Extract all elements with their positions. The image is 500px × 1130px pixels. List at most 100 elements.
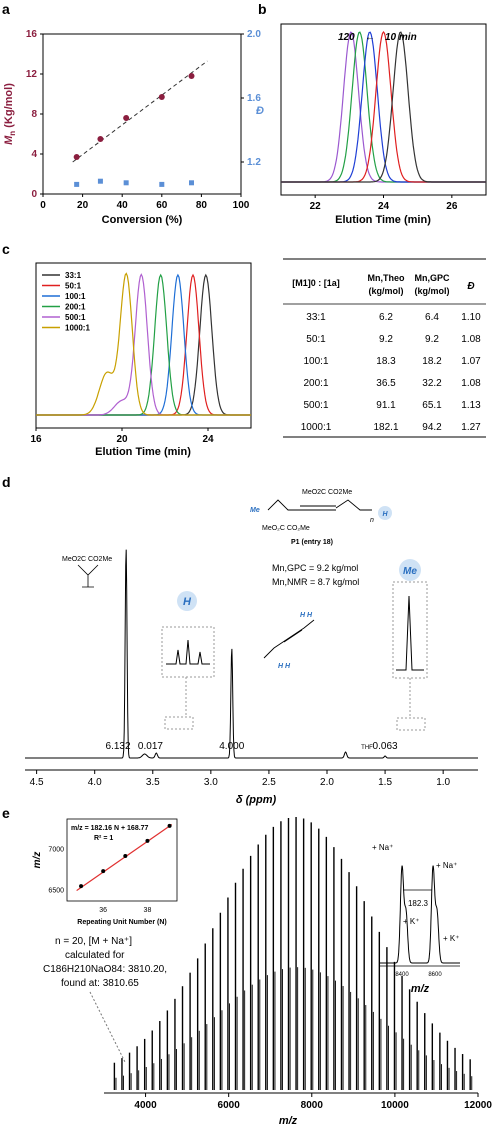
panel-d-alkyne-structure: H H H H: [263, 612, 315, 670]
panel-c-legend-label: 500:1: [65, 313, 86, 322]
panel-a-x-tick-label: 100: [233, 200, 250, 211]
table-cell: 200:1: [303, 378, 328, 389]
table-cell: 1.27: [461, 422, 481, 433]
panel-a-y-label-left: Mn (Kg/mol): [3, 83, 17, 145]
panel-d-x-label: δ (ppm): [236, 794, 277, 806]
table-cell: 1.13: [461, 400, 481, 411]
panel-e-fit-y-label: m/z: [32, 852, 43, 869]
panel-d-mn-gpc: Mn,GPC = 9.2 kg/mol: [272, 563, 358, 573]
panel-e-annotation-line2: calculated for: [65, 950, 125, 961]
table-header-mn-theo: Mn,Theo: [368, 273, 405, 283]
table-cell: 65.1: [422, 400, 442, 411]
panel-e-inset-fit-frame: [66, 818, 178, 902]
panel-c-table: [M1]0 : [1a]Mn,Theo(kg/mol)Mn,GPC(kg/mol…: [283, 258, 486, 438]
panel-e-zoom-label-na-left: + Na⁺: [372, 843, 393, 852]
panel-d-polymer-structure: MeO2C CO2Me Me MeO₂C CO₂Me n H P1 (entry…: [250, 489, 392, 546]
panel-e-fit-r2: R² = 1: [94, 835, 113, 842]
panel-e-fit-x-tick: 38: [144, 907, 152, 914]
panel-d-nmr-trace: [25, 549, 478, 759]
panel-b-x-label: Elution Time (min): [335, 214, 431, 226]
panel-e-zoom-tick-8600: 8600: [428, 972, 442, 978]
panel-a-dispersity-point: [189, 180, 194, 186]
panel-d-inset-h: [161, 626, 215, 678]
panel-e-zoom-tick-8400: 8400: [395, 972, 409, 978]
panel-letter-a: a: [2, 1, 10, 17]
panel-b-x-tick-label: 24: [378, 201, 390, 212]
panel-c-plot-frame: [35, 262, 252, 429]
panel-b-annotation-120: 120: [338, 32, 355, 43]
panel-a-x-label: Conversion (%): [102, 214, 183, 226]
panel-d-badge-h-text: H: [183, 596, 192, 608]
panel-d-integral-value: 6.132: [106, 741, 131, 752]
panel-a-y2-tick-label: 2.0: [247, 29, 261, 40]
table-cell: 500:1: [303, 400, 328, 411]
panel-c-x-tick-label: 16: [30, 434, 42, 445]
panel-d-mn-nmr: Mn,NMR = 8.7 kg/mol: [272, 577, 359, 587]
panel-e-fit-point: [145, 838, 150, 843]
panel-d-thf-label: THF: [361, 745, 373, 751]
panel-d-x-tick-label: 1.0: [436, 777, 450, 788]
table-cell: 32.2: [422, 378, 442, 389]
panel-letter-b: b: [258, 1, 267, 17]
panel-d-x-tick-label: 4.5: [30, 777, 44, 788]
panel-b-annotation-10min: 10 min: [385, 32, 417, 43]
panel-c-x-tick-label: 24: [202, 434, 214, 445]
table-cell: 100:1: [303, 356, 328, 367]
panel-c-trace: [36, 272, 251, 416]
panel-e-fit-point: [167, 823, 172, 828]
panel-d-left-ester-label: MeO2C CO2Me: [62, 556, 112, 563]
table-header-ratio: [M1]0 : [1a]: [292, 278, 340, 288]
panel-d-x-tick-label: 3.5: [146, 777, 160, 788]
panel-c-x-label: Elution Time (min): [95, 446, 191, 458]
panel-d-inset-me-trace: [396, 595, 424, 671]
panel-c-legend-label: 100:1: [65, 292, 86, 301]
panel-a-y2-tick-label: 1.6: [247, 93, 261, 104]
panel-a-y-tick-label: 12: [26, 69, 38, 80]
panel-e-zoom-spacing: 182.3: [408, 899, 429, 908]
table-cell: 1.08: [461, 334, 481, 345]
panel-letter-e: e: [2, 805, 10, 821]
svg-text:Me: Me: [250, 507, 260, 514]
panel-c-legend-label: 1000:1: [65, 324, 90, 333]
table-header-dispersity: Đ: [467, 281, 474, 292]
panel-b-trace: [281, 31, 486, 183]
panel-d-integral-value: 0.017: [138, 741, 163, 752]
panel-b-trace: [281, 31, 486, 183]
panel-d-x-tick-label: 3.0: [204, 777, 218, 788]
panel-b-x-tick-label: 26: [446, 201, 458, 212]
table-cell: 94.2: [422, 422, 442, 433]
panel-a-mn-point: [73, 154, 80, 160]
panel-a-x-tick-label: 80: [196, 200, 208, 211]
panel-a-mn-point: [123, 115, 130, 121]
panel-c-legend-label: 200:1: [65, 303, 86, 312]
panel-a-y-tick-label: 8: [31, 109, 37, 120]
panel-d-badge-me-text: Me: [403, 566, 417, 577]
panel-e-fit-point: [123, 853, 128, 858]
table-cell: 1.08: [461, 378, 481, 389]
panel-e-annotation-leader: [89, 991, 126, 1063]
panel-d-integral-value: 4.000: [219, 741, 244, 752]
panel-a-mn-point: [97, 136, 104, 142]
panel-d-badge-me: [399, 559, 421, 581]
panel-a-dispersity-point: [123, 180, 129, 186]
panel-c-legend-label: 50:1: [65, 282, 82, 291]
panel-d-ester-structure: MeO2C CO2Me: [62, 556, 112, 588]
panel-e-x-label: m/z: [279, 1115, 298, 1127]
panel-d-integral-value: 0.063: [373, 741, 398, 752]
table-cell: 6.4: [425, 312, 439, 323]
panel-b-trace: [281, 31, 486, 183]
panel-e-zoom-x-label: m/z: [411, 983, 430, 995]
panel-a-x-tick-label: 20: [77, 200, 89, 211]
panel-a-x-tick-label: 0: [40, 200, 46, 211]
panel-d-compound-label: P1 (entry 18): [291, 539, 333, 546]
panel-d-badge-h: [177, 591, 197, 611]
panel-e-fit-equation: m/z = 182.16 N + 168.77: [71, 825, 149, 832]
panel-b-annotation-arrow: ←: [365, 32, 375, 43]
panel-letter-d: d: [2, 474, 11, 490]
